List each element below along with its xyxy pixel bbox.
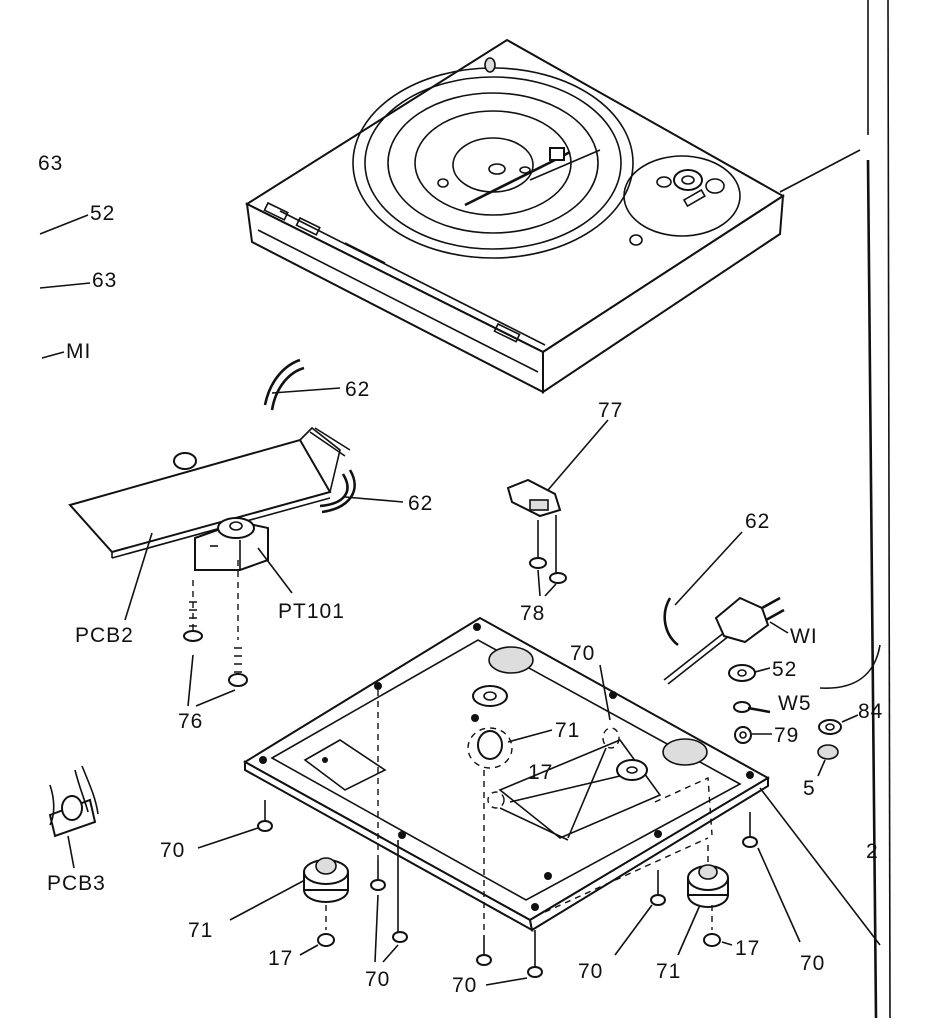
label-62-right: 62 bbox=[745, 510, 770, 533]
nut-5 bbox=[817, 744, 839, 760]
leader-cabinet bbox=[779, 149, 861, 193]
bushing-52 bbox=[728, 664, 756, 682]
screw-76-b bbox=[228, 560, 248, 687]
label-71-mid: 71 bbox=[555, 719, 580, 742]
leader-70-top bbox=[599, 664, 611, 721]
label-78: 78 bbox=[520, 602, 545, 625]
label-17-right: 17 bbox=[735, 937, 760, 960]
leader-71-mid bbox=[507, 729, 553, 743]
leader-76 bbox=[187, 654, 236, 707]
label-m1: MI bbox=[66, 340, 91, 363]
leader-52-left bbox=[39, 214, 89, 235]
leader-63-left bbox=[39, 282, 91, 289]
leader-70-right bbox=[757, 847, 801, 943]
screw-17-right bbox=[703, 905, 721, 947]
label-edge-2: 2 bbox=[866, 840, 879, 863]
label-17-mid: 17 bbox=[528, 761, 553, 784]
nut-84 bbox=[818, 719, 842, 735]
screw-70-bottom-right bbox=[650, 870, 666, 906]
screw-17-left bbox=[317, 905, 335, 947]
leader-pcb3 bbox=[67, 835, 75, 869]
cable-clamp-62-upper bbox=[263, 358, 305, 411]
label-pt101: PT101 bbox=[278, 600, 345, 623]
label-52-left: 52 bbox=[90, 202, 115, 225]
label-pcb2: PCB2 bbox=[75, 624, 134, 647]
leader-pt101 bbox=[257, 547, 293, 594]
label-62-upper: 62 bbox=[345, 378, 370, 401]
leader-w1 bbox=[769, 621, 789, 634]
cable-clamp-62-right bbox=[663, 597, 679, 647]
screw-78-b bbox=[549, 515, 567, 584]
leader-84 bbox=[841, 714, 859, 723]
power-cord-w1 bbox=[663, 596, 785, 685]
pcb3-board bbox=[48, 765, 99, 838]
label-76: 76 bbox=[178, 710, 203, 733]
leader-71-left bbox=[229, 879, 306, 921]
leader-78 bbox=[537, 569, 557, 597]
screw-70-bottom-mid-a bbox=[476, 935, 492, 966]
leader-edge bbox=[759, 787, 881, 946]
bottom-base-plate bbox=[243, 616, 771, 935]
screw-70-left bbox=[257, 800, 273, 832]
label-62-lower: 62 bbox=[408, 492, 433, 515]
wire-w5 bbox=[733, 701, 771, 714]
label-17-left: 17 bbox=[268, 947, 293, 970]
leader-70-bottom-right bbox=[614, 904, 653, 956]
screw-76-a bbox=[183, 580, 203, 642]
leader-m1 bbox=[41, 351, 65, 359]
leader-77 bbox=[547, 419, 609, 491]
label-w1: WI bbox=[790, 625, 818, 648]
label-52-right: 52 bbox=[772, 658, 797, 681]
label-70-left: 70 bbox=[160, 839, 185, 862]
label-w5: W5 bbox=[778, 692, 812, 715]
turntable-cabinet bbox=[244, 38, 785, 394]
label-71-left: 71 bbox=[188, 919, 213, 942]
leader-17-left bbox=[299, 944, 319, 956]
screw-70-bottom-left-a bbox=[370, 860, 386, 891]
label-70-bottom-mid: 70 bbox=[452, 974, 477, 997]
screw-70-bottom-left-b bbox=[392, 840, 408, 943]
label-pcb3: PCB3 bbox=[47, 872, 106, 895]
right-border bbox=[819, 0, 891, 1019]
leader-70-bottom-mid bbox=[485, 977, 528, 986]
leader-71-right bbox=[677, 904, 701, 956]
leader-17-right bbox=[721, 941, 733, 946]
screw-70-bottom-mid-b bbox=[527, 930, 543, 978]
leader-52-right bbox=[754, 667, 771, 673]
label-70-bottom-right: 70 bbox=[578, 960, 603, 983]
leader-62-lower bbox=[344, 496, 404, 503]
washer-79 bbox=[734, 726, 752, 744]
label-70-bottom-left: 70 bbox=[365, 968, 390, 991]
label-77: 77 bbox=[598, 399, 623, 422]
leader-5 bbox=[817, 759, 826, 777]
label-84: 84 bbox=[858, 700, 883, 723]
foot-71-right bbox=[687, 845, 729, 908]
label-63-left: 63 bbox=[92, 269, 117, 292]
leader-pcb2 bbox=[124, 532, 153, 621]
label-5: 5 bbox=[803, 777, 816, 800]
foot-71-left bbox=[303, 857, 349, 903]
screw-78-a bbox=[529, 520, 547, 569]
leader-70-bottom-left bbox=[374, 894, 399, 963]
clip-77 bbox=[506, 478, 562, 518]
screw-70-right bbox=[742, 812, 758, 848]
label-70-right: 70 bbox=[800, 952, 825, 975]
label-70-top: 70 bbox=[570, 642, 595, 665]
label-71-right: 71 bbox=[656, 960, 681, 983]
label-79: 79 bbox=[774, 724, 799, 747]
leader-62-upper bbox=[271, 387, 341, 394]
label-63-top: 63 bbox=[38, 152, 63, 175]
leader-70-left bbox=[197, 827, 259, 849]
leader-62-right bbox=[674, 531, 743, 606]
